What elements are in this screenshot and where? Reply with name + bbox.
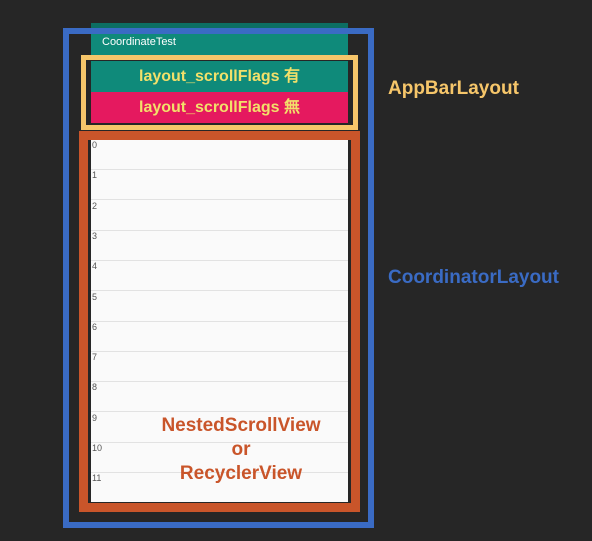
scroll-view-label-line3: RecyclerView	[179, 463, 303, 484]
list-item[interactable]: 0	[91, 140, 348, 170]
list-item[interactable]: 7	[91, 352, 348, 383]
scroll-flags-on-bar: layout_scrollFlags 有	[91, 61, 348, 92]
list-item[interactable]: 3	[91, 231, 348, 261]
appbar-layout-label: AppBarLayout	[388, 78, 519, 99]
list-item[interactable]: 11	[91, 473, 348, 502]
scroll-view-frame	[79, 131, 360, 512]
list-item[interactable]: 8	[91, 382, 348, 413]
list-item[interactable]: 1	[91, 170, 348, 201]
list-item[interactable]: 9	[91, 413, 348, 443]
coordinator-layout-frame	[63, 28, 374, 528]
scroll-view-label-line1: NestedScrollView	[161, 415, 321, 436]
scroll-view-label-line2: or	[231, 439, 251, 460]
appbar-layout-frame	[81, 55, 358, 130]
status-bar	[91, 23, 348, 29]
list-item[interactable]: 4	[91, 261, 348, 292]
scroll-view-label: NestedScrollView or RecyclerView	[128, 414, 354, 486]
coordinator-layout-label: CoordinatorLayout	[388, 267, 559, 288]
list-item[interactable]: 5	[91, 292, 348, 322]
scroll-flags-off-bar: layout_scrollFlags 無	[91, 92, 348, 123]
list-item[interactable]: 6	[91, 322, 348, 352]
list-item[interactable]: 2	[91, 201, 348, 231]
list-item[interactable]: 10	[91, 443, 348, 473]
